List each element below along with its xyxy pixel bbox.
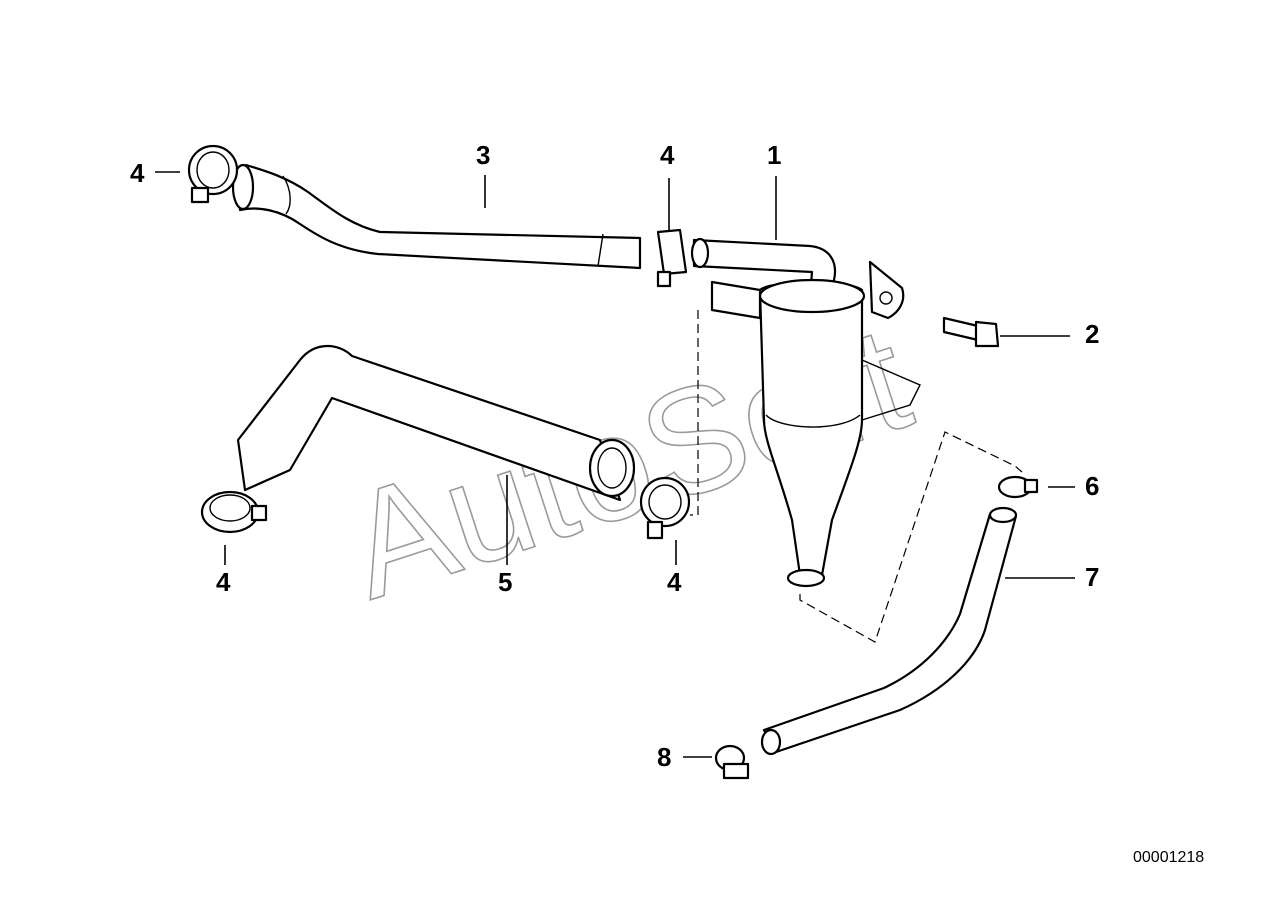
- callout-4-lower-left: 4: [216, 567, 231, 597]
- part-8-clamp: [714, 744, 750, 780]
- dashed-connection-right: [799, 431, 1023, 643]
- part-3-hose: [231, 163, 642, 270]
- part-4-clamp-lower-middle: [639, 476, 691, 540]
- callout-6: 6: [1085, 471, 1099, 501]
- part-2-bolt: [942, 316, 1000, 348]
- dashed-connection-left: [690, 310, 699, 516]
- callout-4-top-middle: 4: [660, 140, 675, 170]
- part-7-hose: [760, 506, 1018, 756]
- callout-5: 5: [498, 567, 512, 597]
- part-5-hose: [236, 345, 636, 502]
- callout-8: 8: [657, 742, 671, 772]
- part-4-clamp-top-left: [187, 144, 239, 204]
- callout-4-lower-middle: 4: [667, 567, 682, 597]
- part-1-oil-separator: [690, 237, 921, 588]
- callout-1: 1: [767, 140, 781, 170]
- callout-4-top-left: 4: [130, 158, 145, 188]
- callout-2: 2: [1085, 319, 1099, 349]
- callout-3: 3: [476, 140, 490, 170]
- callout-7: 7: [1085, 562, 1099, 592]
- part-6-clamp: [997, 475, 1039, 499]
- part-4-clamp-top-middle: [656, 228, 688, 288]
- document-number: 00001218: [1133, 849, 1204, 866]
- part-4-clamp-lower-left: [200, 490, 268, 534]
